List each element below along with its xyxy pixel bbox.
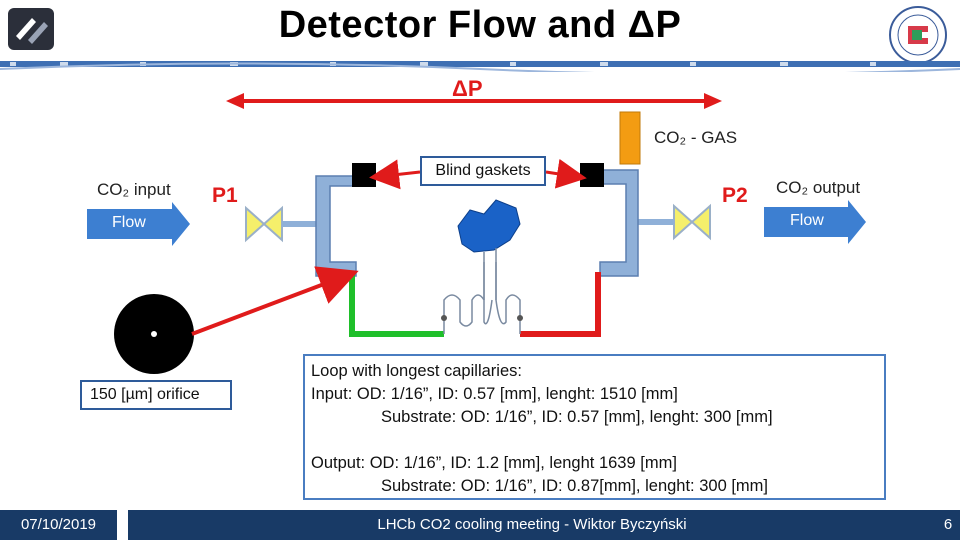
flow-in-label: Flow [112, 214, 146, 231]
left-pipe [315, 175, 357, 277]
capillary-info-box: Loop with longest capillaries: Input: OD… [303, 354, 886, 500]
info-output-substrate: Substrate: OD: 1/16”, ID: 0.87[mm], leng… [381, 477, 768, 495]
valve-p1 [245, 205, 283, 243]
lhcb-logo-icon [8, 8, 54, 50]
co2-gas-label: CO₂ - GAS [654, 128, 738, 147]
info-input-substrate: Substrate: OD: 1/16”, ID: 0.57 [mm], len… [381, 408, 773, 426]
co2-output-label: CO₂ output [776, 178, 861, 197]
footer-title: LHCb CO2 cooling meeting - Wiktor Byczyń… [128, 510, 936, 540]
header-band [0, 61, 960, 72]
info-output-line: Output: OD: 1/16”, ID: 1.2 [mm], lenght … [311, 454, 677, 472]
co2-input-label: CO₂ input [97, 180, 171, 199]
footer-date: 07/10/2019 [0, 510, 117, 540]
vertex-locator-logo-icon [889, 6, 947, 64]
detector-shape [457, 199, 521, 253]
info-heading: Loop with longest capillaries: [311, 362, 522, 380]
delta-p-label: ΔP [452, 76, 483, 101]
page-number: 6 [936, 510, 960, 540]
slide-title: Detector Flow and ΔP [278, 4, 682, 46]
p2-label: P2 [722, 184, 748, 207]
blind-gaskets-label: Blind gaskets [420, 156, 546, 186]
orifice-disk [114, 294, 194, 374]
p1-label: P1 [212, 184, 238, 207]
flow-out-label: Flow [790, 212, 824, 229]
orifice-label: 150 [µm] orifice [80, 380, 232, 410]
right-pipe [599, 169, 639, 277]
info-input-line: Input: OD: 1/16”, ID: 0.57 [mm], lenght:… [311, 385, 678, 403]
valve-p2 [673, 203, 711, 241]
